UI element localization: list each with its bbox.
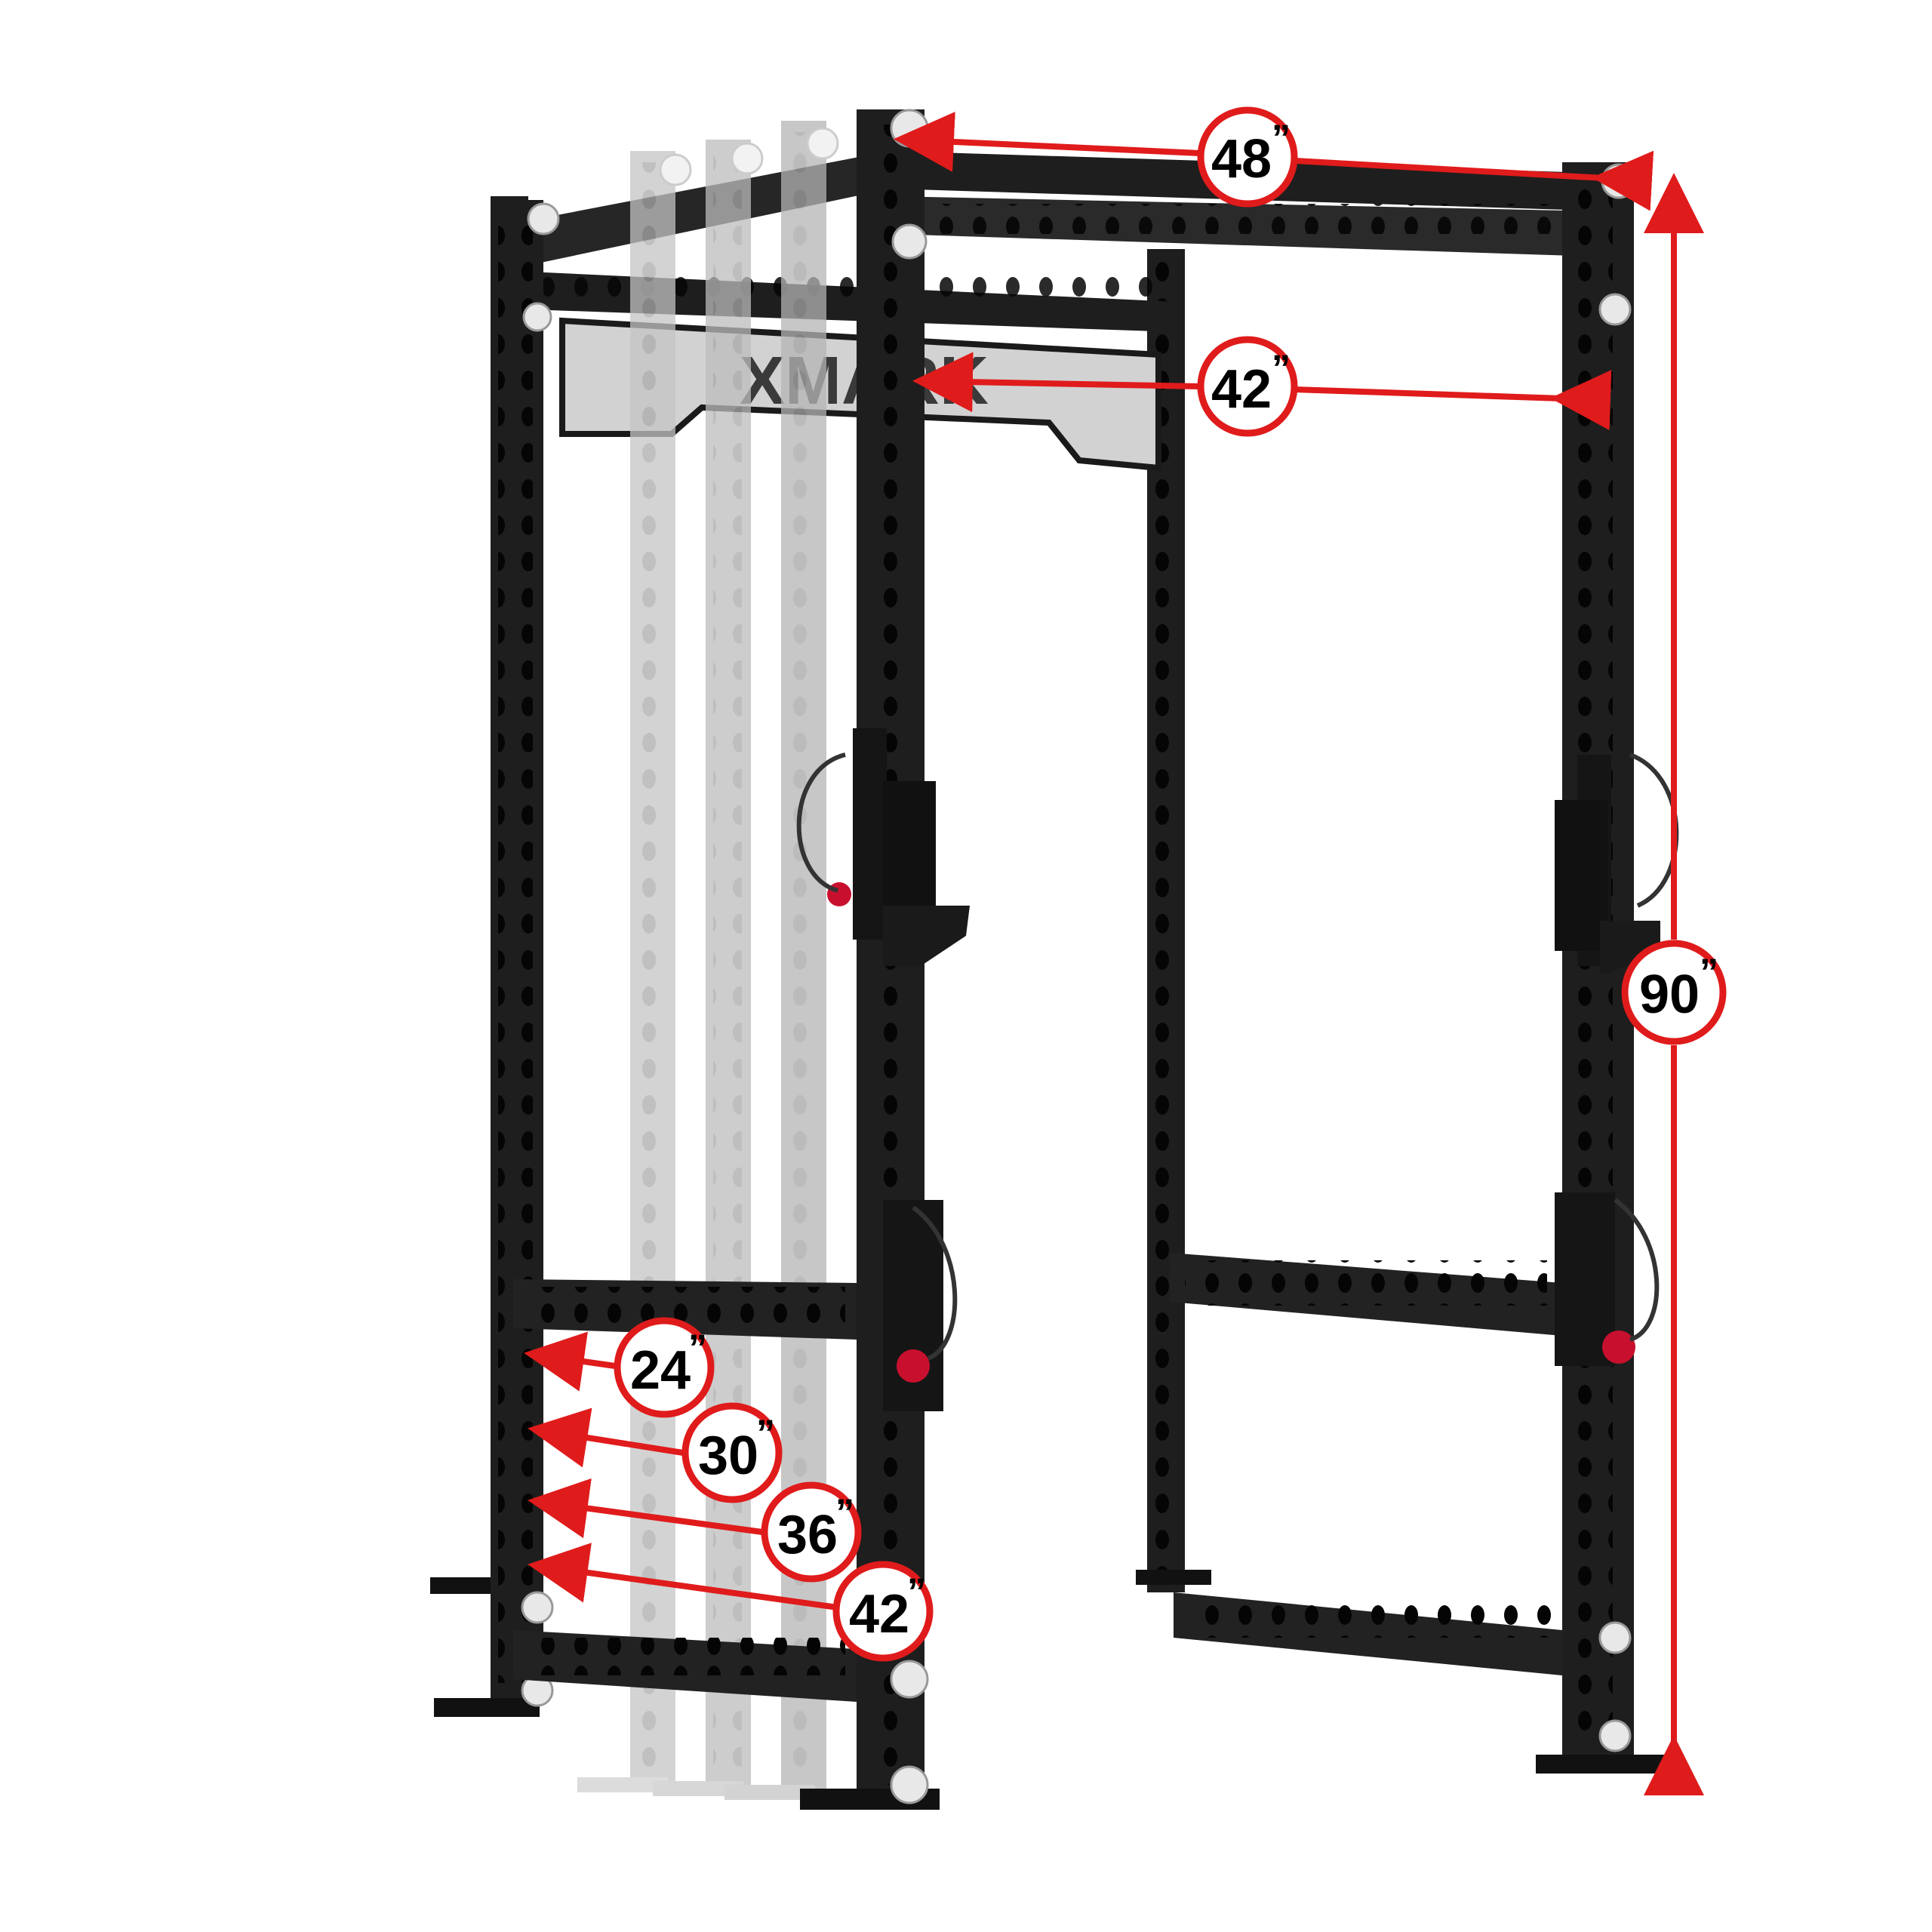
dimension-badge-inner-depth: 42 ” xyxy=(1197,336,1298,437)
front-left-upright xyxy=(434,200,560,1717)
dimension-badge-depth-42: 42 ” xyxy=(832,1561,934,1662)
svg-text:”: ” xyxy=(756,1412,775,1454)
svg-text:42: 42 xyxy=(849,1584,909,1644)
rear-right-upright xyxy=(1136,249,1211,1592)
dimension-badge-depth-30: 30 ” xyxy=(681,1402,783,1503)
svg-text:”: ” xyxy=(907,1571,926,1613)
dimension-badge-height: 90 ” xyxy=(1621,940,1727,1045)
svg-text:24: 24 xyxy=(630,1340,691,1401)
dimension-badge-width: 48 ” xyxy=(1197,106,1298,208)
dimension-badge-depth-24: 24 ” xyxy=(614,1317,715,1418)
svg-text:30: 30 xyxy=(698,1426,758,1486)
lower-crossmembers xyxy=(513,1253,1562,1702)
dimension-lines xyxy=(524,111,1704,1795)
svg-text:42: 42 xyxy=(1211,359,1272,420)
dimension-badge-depth-36: 36 ” xyxy=(761,1481,862,1583)
svg-text:”: ” xyxy=(1700,951,1718,993)
svg-text:90: 90 xyxy=(1639,964,1700,1025)
svg-text:”: ” xyxy=(1272,347,1291,389)
svg-text:”: ” xyxy=(835,1491,854,1534)
j-hooks xyxy=(796,728,1679,974)
safety-arms xyxy=(883,1192,1660,1411)
svg-text:”: ” xyxy=(1272,117,1291,159)
svg-text:”: ” xyxy=(688,1327,707,1369)
svg-text:48: 48 xyxy=(1211,129,1272,189)
svg-text:36: 36 xyxy=(777,1505,838,1565)
